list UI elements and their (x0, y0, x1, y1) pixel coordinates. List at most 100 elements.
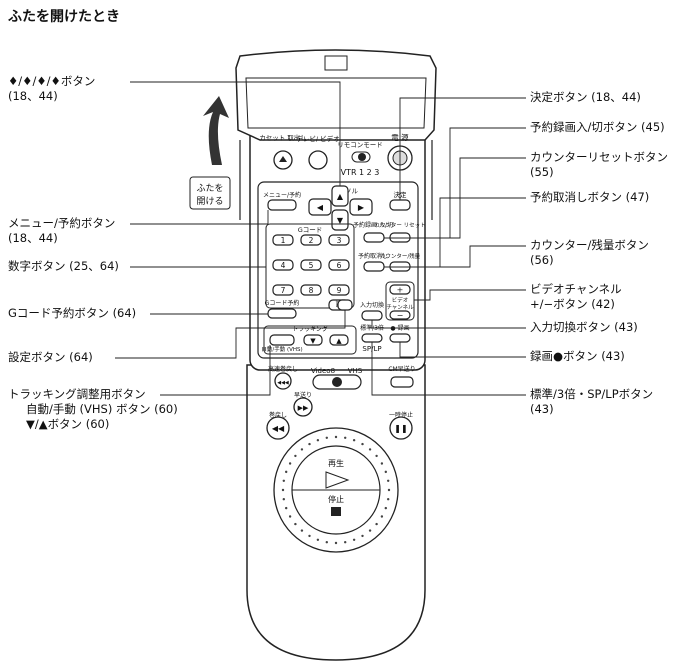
dial-dot (352, 538, 356, 542)
leader-cursor (130, 81, 341, 186)
label-input_select: 入力切換ボタン (43) (530, 320, 638, 335)
stop-icon[interactable] (331, 507, 341, 516)
setting-button[interactable] (337, 299, 353, 311)
label-enter-line-1: 決定ボタン (18、44) (530, 90, 641, 104)
cursor-up-button-label: ▲ (337, 192, 344, 201)
digit-4-button-label: 4 (281, 261, 286, 270)
cursor-left-button[interactable] (308, 198, 332, 216)
channel-plus-button-label: + (397, 286, 404, 295)
label-video_channel: ビデオチャンネル+/−ボタン (42) (530, 282, 622, 312)
label-menu: メニュー/予約ボタン(18、44) (8, 216, 115, 246)
stop-label: 停止 (328, 494, 344, 504)
digit-7-button[interactable] (272, 284, 294, 296)
dial-dot (334, 435, 338, 439)
cm-skip-label: CM早送り (388, 365, 415, 373)
leader-speed (371, 342, 526, 396)
leader-enter (399, 97, 526, 200)
leader-record (399, 342, 526, 358)
fast-fwd-button[interactable] (293, 397, 313, 417)
label-speed-line-1: 標準/3倍・SP/LPボタン (530, 387, 654, 401)
pause-button[interactable] (389, 416, 413, 440)
label-video_channel-line-1: ビデオチャンネル (530, 282, 622, 296)
digit-9-button-label: 9 (337, 286, 342, 295)
dial-dot (384, 470, 388, 474)
digit-1-button[interactable] (272, 234, 294, 246)
cursor-down-button-label: ▼ (337, 216, 344, 225)
label-number-line-1: 数字ボタン (25、64) (8, 259, 119, 273)
label-timer_cancel: 予約取消しボタン (47) (530, 190, 649, 205)
label-speed-line-2: (43) (530, 402, 554, 416)
tracking-up-button-label: ▲ (336, 337, 342, 345)
dial-dot (316, 538, 320, 542)
dial-dot (282, 479, 286, 482)
leader-tracking (160, 345, 271, 396)
digit-4-button[interactable] (272, 259, 294, 271)
label-cursor: ♦/♦/♦/♦ボタン(18、44) (8, 74, 95, 104)
tracking-down-button[interactable] (303, 334, 323, 346)
pause-label: 一時停止 (389, 411, 413, 419)
dial-dot (316, 438, 320, 442)
digit-8-button[interactable] (300, 284, 322, 296)
timer-rec-button[interactable] (363, 232, 385, 243)
dial-dot (282, 498, 286, 501)
digit-3-button-label: 3 (337, 236, 342, 245)
cursor-down-button[interactable] (331, 209, 349, 231)
open-lid-box (189, 176, 231, 210)
label-counter_reset: カウンターリセットボタン(55) (530, 150, 668, 180)
auto-manual-label: 自動/手動 (VHS) (261, 345, 302, 353)
play-icon[interactable] (325, 471, 350, 489)
tracking-box (263, 325, 357, 355)
label-tracking-line-2: 自動/手動 (VHS) ボタン (60) (26, 402, 178, 416)
rewind-button[interactable] (266, 416, 290, 440)
record-button[interactable] (389, 333, 411, 343)
menu-button[interactable] (267, 199, 297, 211)
rewind-search-label: 高速巻戻し (268, 365, 298, 373)
input-select-button[interactable] (361, 310, 383, 321)
channel-minus-button[interactable] (389, 310, 411, 320)
label-record-line-1: 録画●ボタン (43) (530, 349, 625, 363)
dial-dot (300, 529, 304, 532)
tracking-up-button[interactable] (329, 334, 349, 346)
counter-reset-button[interactable] (389, 232, 411, 243)
tv-video-label: テレビ/ ビデオ (296, 134, 339, 143)
enter-button[interactable] (389, 199, 411, 211)
digit-3-button[interactable] (328, 234, 350, 246)
digit-6-button-label: 6 (337, 261, 342, 270)
label-number: 数字ボタン (25、64) (8, 259, 119, 274)
digit-2-button[interactable] (300, 234, 322, 246)
gcode-timer-button[interactable] (267, 308, 297, 319)
video8-label: Video8 (311, 367, 335, 375)
dial-dot (284, 470, 288, 474)
dial-dot (380, 515, 384, 518)
cm-skip-button[interactable] (390, 376, 414, 388)
digit-7-button-label: 7 (281, 286, 286, 295)
channel-minus-button-label: − (397, 311, 404, 320)
dial-dot (386, 479, 390, 482)
rewind-search-button[interactable] (274, 372, 292, 390)
dial-dot (368, 529, 372, 532)
channel-video-label: ビデオ (392, 296, 409, 304)
label-tracking-line-1: トラッキング調整用ボタン (8, 387, 146, 401)
dial-dot (284, 506, 288, 510)
tv-video-button[interactable] (308, 150, 328, 170)
timer-cancel-label: 予約取消し (358, 252, 388, 260)
label-counter_remain: カウンター/残量ボタン(56) (530, 238, 649, 268)
digit-5-button[interactable] (300, 259, 322, 271)
timer-cancel-button[interactable] (363, 261, 385, 272)
auto-manual-button[interactable] (269, 334, 295, 346)
open-lid-arrow-icon (203, 96, 229, 165)
cursor-right-button[interactable] (349, 198, 373, 216)
dial-dot (281, 488, 285, 492)
channel-channel-label: チャンネル (386, 304, 414, 311)
speed-button[interactable] (361, 333, 383, 343)
digit-9-button[interactable] (328, 284, 350, 296)
gcode-timer-label: Gコード予約 (265, 299, 300, 307)
counter-remain-button[interactable] (389, 261, 411, 272)
digit-6-button[interactable] (328, 259, 350, 271)
dial-dot (334, 541, 338, 545)
leader-video_channel (414, 289, 526, 301)
cursor-left-button-label: ◀ (317, 203, 324, 212)
open-lid-text-1: ふたを (196, 183, 223, 194)
channel-plus-button[interactable] (389, 284, 411, 295)
